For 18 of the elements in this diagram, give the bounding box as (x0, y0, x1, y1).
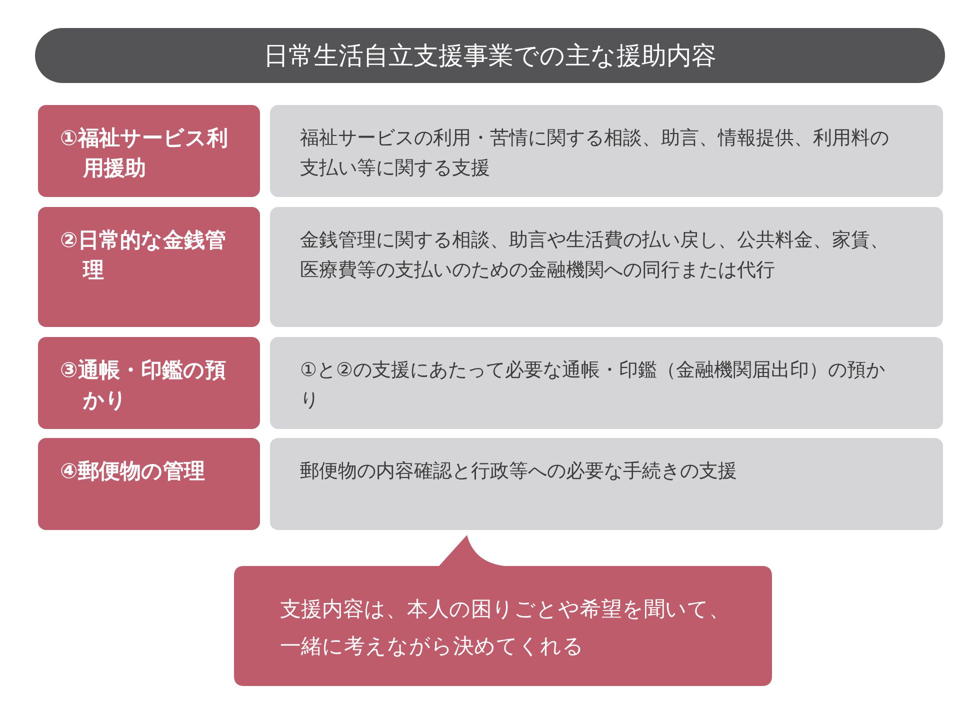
category-label: ①福祉サービス利用援助 (60, 125, 229, 182)
description-box (270, 207, 943, 327)
description-text: ①と②の支援にあたって必要な通帳・印鑑（金融機関届出印）の預かり (300, 358, 886, 413)
description-text: 福祉サービスの利用・苦情に関する相談、助言、情報提供、利用料の支払い等に関する支援 (300, 126, 890, 181)
category-label: ②日常的な金銭管理 (60, 227, 227, 284)
category-label: ④郵便物の管理 (60, 458, 206, 485)
description-box (270, 438, 943, 530)
category-box (38, 337, 260, 429)
category-label: ③通帳・印鑑の預かり (60, 357, 227, 414)
description-text: 金銭管理に関する相談、助言や生活費の払い戻し、公共料金、家賃、医療費等の支払いのための金融機関への同行または代行 (300, 228, 890, 283)
description-text: 郵便物の内容確認と行政等への必要な手続きの支援 (300, 459, 738, 484)
description-box (270, 105, 943, 197)
category-box (38, 207, 260, 327)
description-box (270, 337, 943, 429)
category-box (38, 438, 260, 530)
category-box (38, 105, 260, 197)
title-banner: 日常生活自立支援事業での主な援助内容 (35, 28, 945, 83)
note-text: 支援内容は、本人の困りごとや希望を聞いて、一緒に考えながら決めてくれる (280, 596, 731, 660)
